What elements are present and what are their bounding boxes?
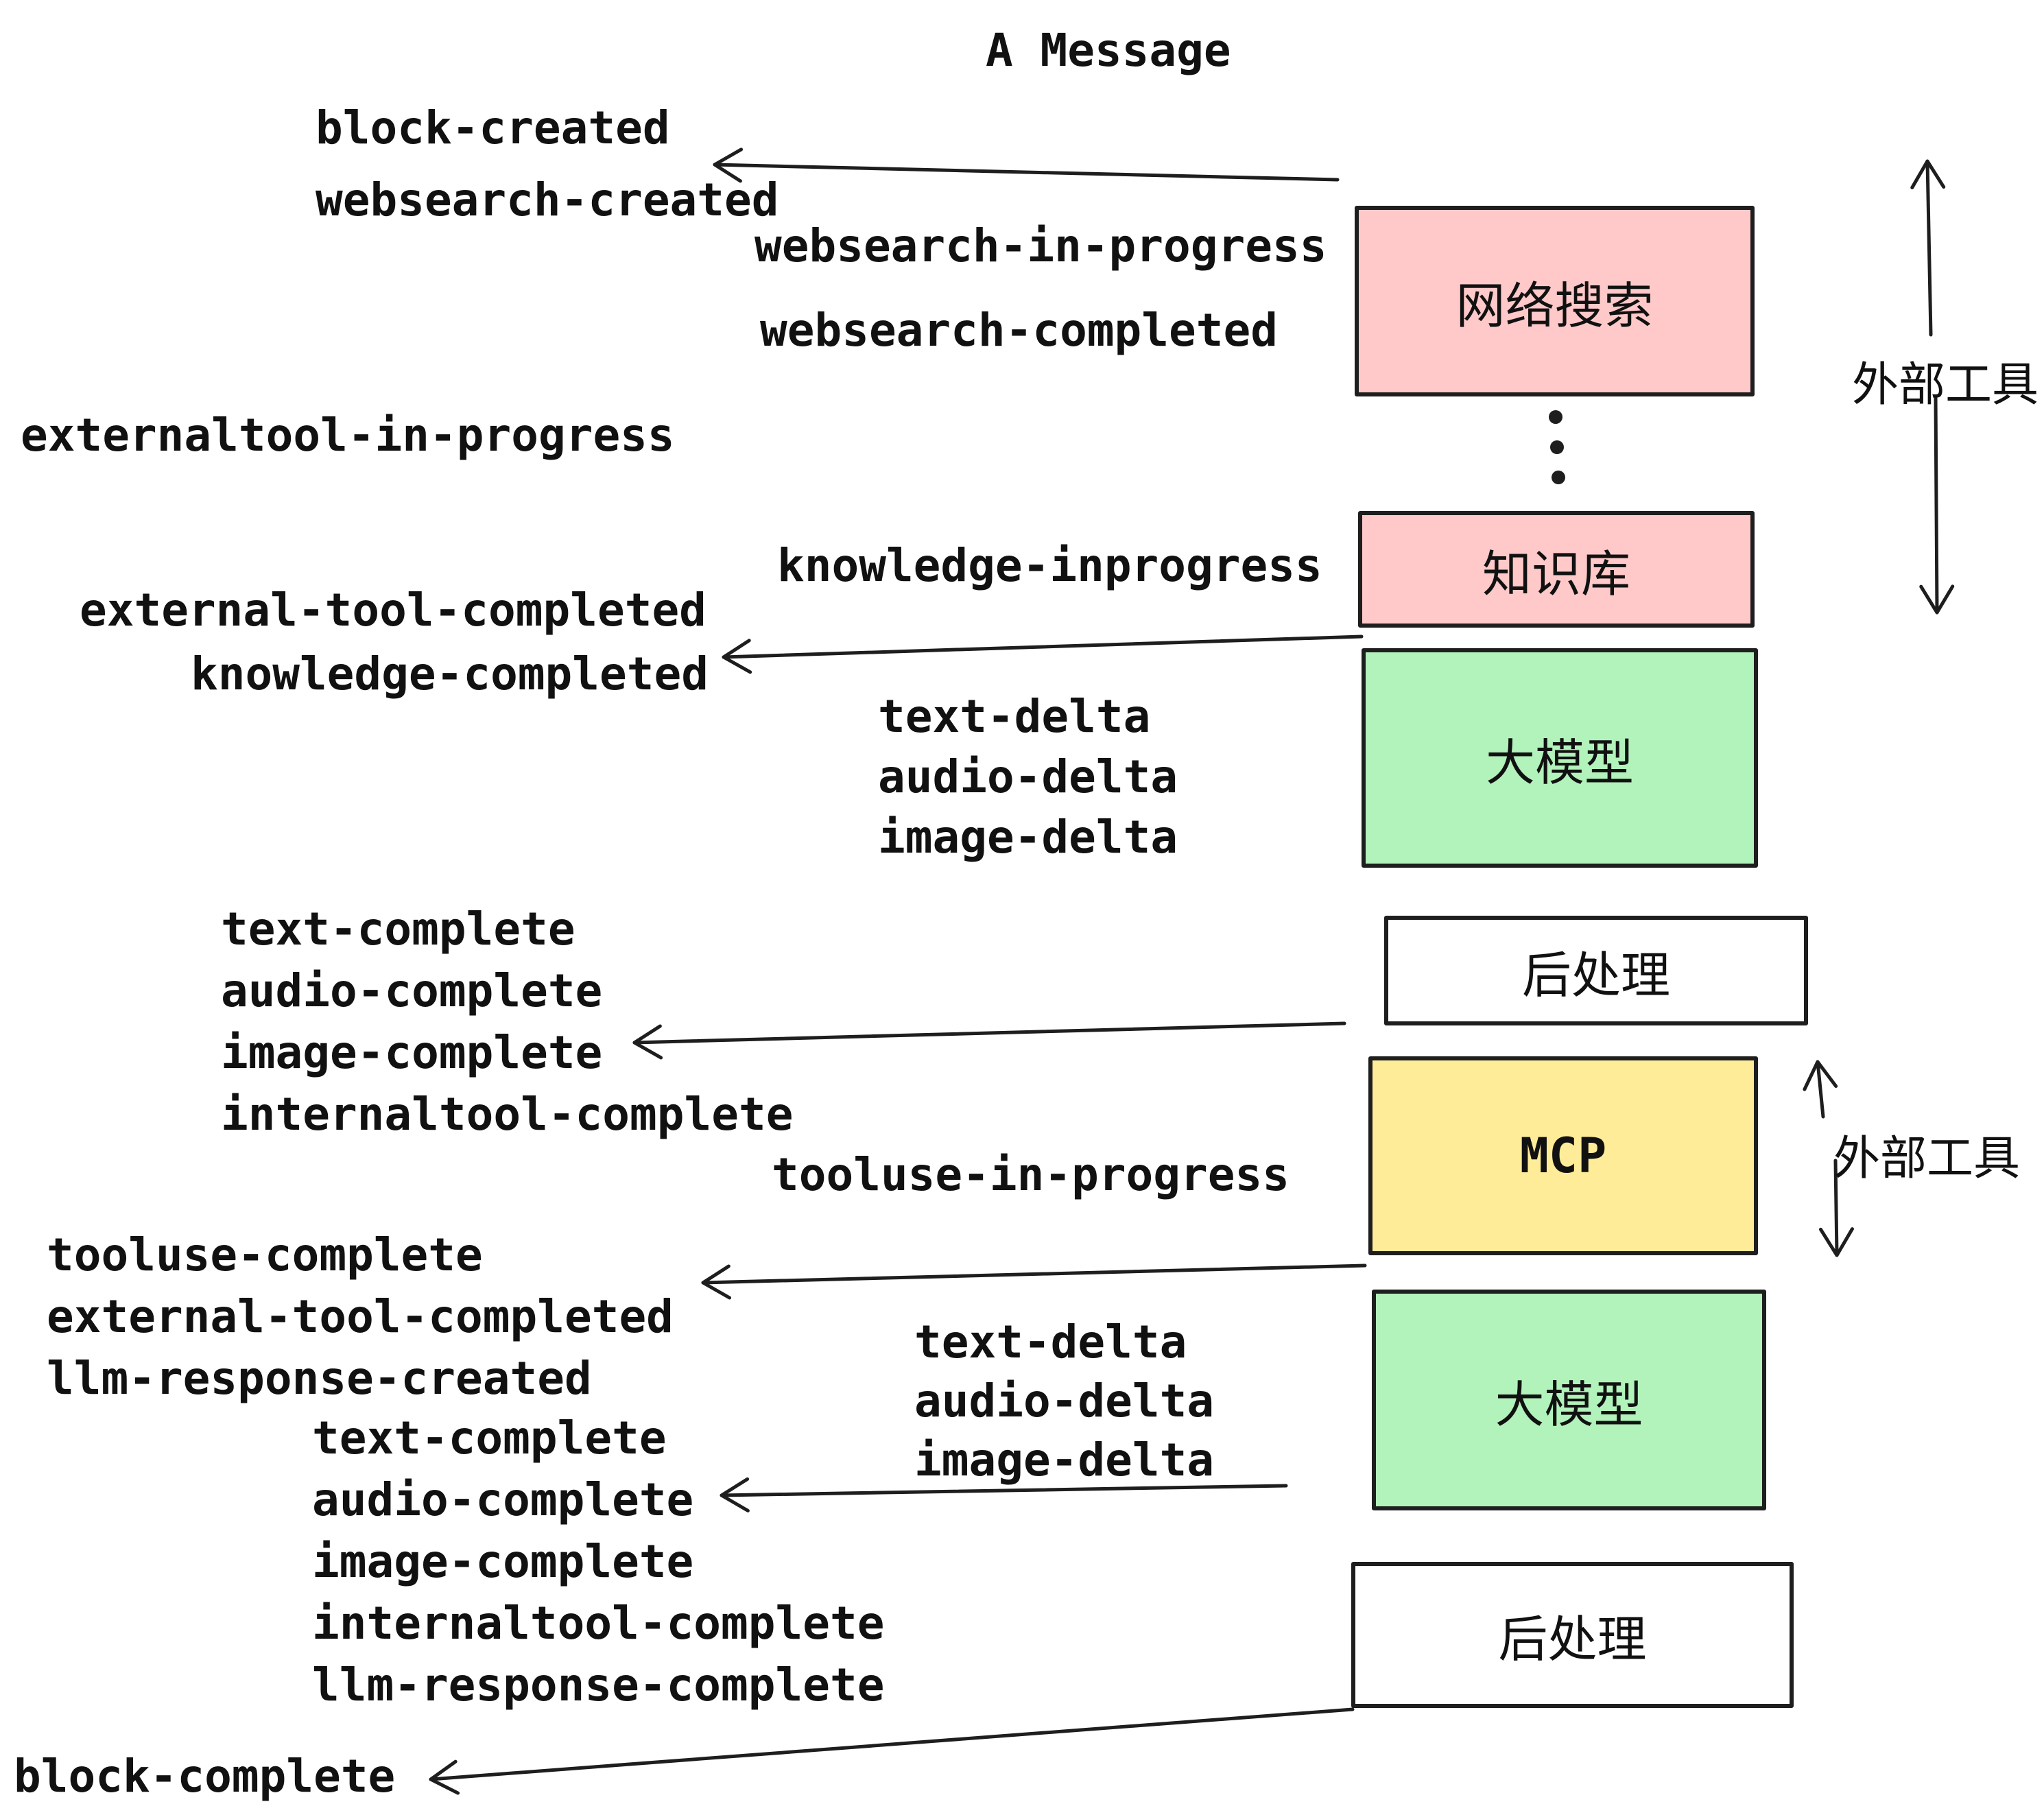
event-internaltool-complete-1: internaltool-complete — [221, 1088, 794, 1141]
event-image-delta-2: image-delta — [914, 1434, 1215, 1486]
ellipsis-dots-icon — [1549, 410, 1565, 484]
event-external-tool-completed-2: external-tool-completed — [47, 1290, 674, 1343]
event-text-delta-2: text-delta — [914, 1316, 1187, 1368]
external-tools-up-arrow-2 — [1803, 1060, 1838, 1119]
event-image-delta-1: image-delta — [878, 811, 1178, 864]
event-external-tool-completed-1: external-tool-completed — [80, 584, 706, 637]
event-tooluse-in-progress: tooluse-in-progress — [772, 1148, 1290, 1201]
node-llm-2-label: 大模型 — [1495, 1375, 1643, 1434]
node-postprocess-2: 后处理 — [1351, 1562, 1794, 1708]
node-postprocess-1: 后处理 — [1384, 916, 1808, 1025]
event-image-complete-1: image-complete — [221, 1026, 603, 1079]
external-tools-label-2: 外部工具 — [1833, 1132, 2021, 1186]
external-tools-up-arrow-1 — [1910, 159, 1946, 337]
event-websearch-in-progress: websearch-in-progress — [754, 219, 1327, 272]
arrow-knowledge-completed — [722, 634, 1364, 674]
arrow-websearch-created — [713, 147, 1340, 183]
event-internaltool-complete-2: internaltool-complete — [312, 1597, 885, 1650]
node-websearch-label: 网络搜索 — [1455, 276, 1654, 335]
node-llm-1: 大模型 — [1362, 648, 1758, 868]
node-llm-1-label: 大模型 — [1485, 733, 1634, 792]
event-tooluse-complete: tooluse-complete — [47, 1229, 483, 1281]
external-tools-down-arrow-1 — [1919, 394, 1955, 615]
arrow-block-complete — [429, 1707, 1355, 1795]
external-tools-label-1: 外部工具 — [1852, 358, 2039, 412]
event-websearch-created: websearch-created — [316, 174, 779, 226]
node-websearch: 网络搜索 — [1355, 206, 1755, 396]
node-knowledge-label: 知识库 — [1482, 545, 1630, 603]
event-audio-complete-2: audio-complete — [312, 1473, 694, 1526]
event-knowledge-completed: knowledge-completed — [191, 648, 709, 700]
event-block-complete: block-complete — [14, 1750, 396, 1803]
diagram-title: A Message — [986, 24, 1231, 77]
event-block-created: block-created — [316, 102, 670, 154]
node-llm-2: 大模型 — [1372, 1290, 1766, 1510]
event-externaltool-in-progress: externaltool-in-progress — [21, 409, 675, 462]
arrow-image-complete — [632, 1021, 1346, 1060]
node-postprocess-1-label: 后处理 — [1521, 946, 1670, 1004]
arrow-audio-complete — [720, 1477, 1288, 1512]
node-knowledge: 知识库 — [1358, 511, 1755, 628]
node-mcp-label: MCP — [1519, 1128, 1607, 1184]
event-audio-complete-1: audio-complete — [221, 964, 603, 1017]
event-audio-delta-2: audio-delta — [914, 1375, 1215, 1427]
node-postprocess-2-label: 后处理 — [1498, 1611, 1647, 1668]
event-text-delta-1: text-delta — [878, 690, 1151, 743]
event-knowledge-inprogress: knowledge-inprogress — [777, 539, 1322, 592]
event-image-complete-2: image-complete — [312, 1535, 694, 1588]
event-llm-response-complete: llm-response-complete — [312, 1659, 885, 1711]
arrow-tooluse-complete — [701, 1263, 1367, 1300]
event-llm-response-created: llm-response-created — [47, 1352, 592, 1405]
event-websearch-completed: websearch-completed — [760, 304, 1278, 357]
event-text-complete-1: text-complete — [221, 903, 575, 956]
node-mcp: MCP — [1368, 1056, 1758, 1255]
event-audio-delta-1: audio-delta — [878, 750, 1178, 803]
event-text-complete-2: text-complete — [312, 1412, 667, 1464]
